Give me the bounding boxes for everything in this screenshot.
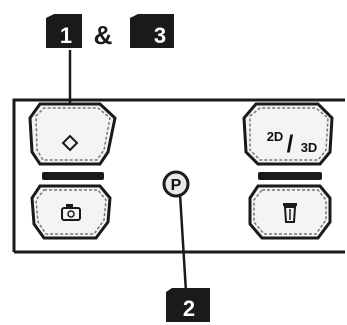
center-button-letter: P: [171, 177, 182, 194]
p-in-circle-icon: P: [171, 177, 182, 194]
left-divider-bar: [42, 172, 104, 180]
panel-outline: [12, 98, 345, 254]
callout-number-1: 1: [60, 23, 72, 48]
label-2d: 2D: [267, 129, 284, 144]
2d-3d-toggle-label: 2D / 3D: [267, 129, 318, 158]
label-3d: 3D: [301, 140, 318, 155]
top-right-button[interactable]: 2D / 3D: [242, 102, 334, 166]
bottom-left-button[interactable]: [30, 184, 112, 240]
center-p-button[interactable]: P: [162, 170, 190, 198]
top-left-button[interactable]: [28, 102, 117, 166]
diamond-icon: [61, 134, 79, 152]
bottom-right-button[interactable]: [248, 184, 332, 240]
callout-number-2: 2: [183, 296, 195, 321]
callout-connector: &: [94, 20, 113, 50]
callout-box-1: 1: [46, 14, 82, 48]
camera-icon: [61, 204, 81, 221]
trash-icon: [283, 203, 297, 223]
callout-1-and-3: 1 & 3: [46, 14, 174, 138]
label-slash: /: [287, 131, 294, 158]
callout-number-3: 3: [154, 23, 166, 48]
callout-box-3: 3: [130, 14, 174, 48]
leader-line-bottom: [178, 193, 188, 293]
callout-2: 2: [166, 288, 210, 322]
right-divider-bar: [258, 172, 322, 180]
